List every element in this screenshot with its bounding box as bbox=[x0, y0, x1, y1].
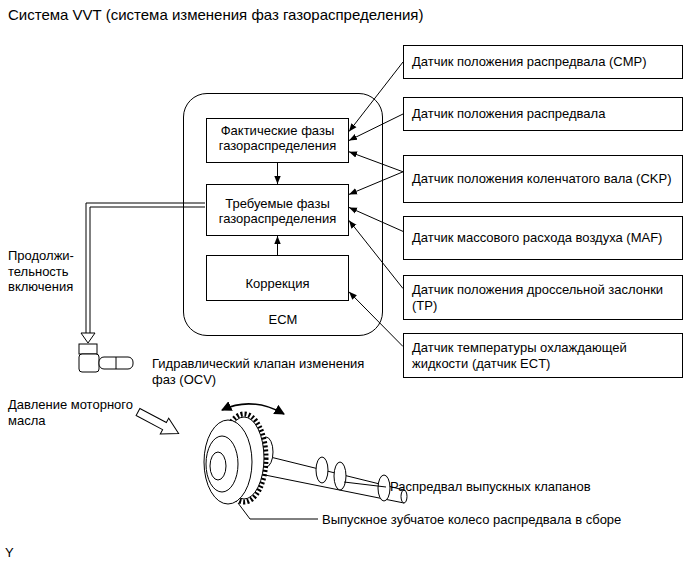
part-label: Выпускное зубчатое колесо распредвала в … bbox=[322, 512, 686, 528]
controller-label: ECM bbox=[184, 312, 382, 327]
sensor-box: Датчик массового расхода воздуха (MAF) bbox=[403, 216, 683, 260]
signal-arrow bbox=[349, 220, 403, 288]
process-box: Фактические фазы газораспределения bbox=[206, 118, 349, 163]
rotation-arrow bbox=[222, 404, 284, 414]
box-label: Фактические фазы газораспределения bbox=[207, 123, 348, 154]
part-label: Распредвал выпускных клапанов bbox=[390, 479, 686, 495]
duty-line bbox=[86, 203, 205, 334]
part-label: Y bbox=[5, 545, 25, 561]
ocv-valve bbox=[79, 344, 133, 372]
duty-arrowhead bbox=[81, 333, 95, 343]
diagram-title: Система VVT (система изменения фаз газор… bbox=[8, 6, 423, 23]
controller-box: ECM Фактические фазы газораспределенияТре… bbox=[183, 93, 383, 336]
camshaft bbox=[250, 437, 407, 503]
signal-arrow bbox=[277, 236, 278, 255]
sensor-box: Датчик положения дроссельной заслонки (T… bbox=[403, 275, 683, 320]
sensor-box: Датчик положения распредвала bbox=[403, 97, 683, 131]
box-label: Коррекция bbox=[207, 276, 348, 292]
signal-arrow bbox=[349, 152, 403, 172]
oil-pressure-arrow bbox=[134, 404, 183, 441]
part-label: Давление моторного масла bbox=[8, 397, 143, 428]
sensor-box: Датчик температуры охлаждающей жидкости … bbox=[403, 333, 683, 378]
signal-arrow bbox=[349, 207, 403, 231]
sensor-box: Датчик положения распредвала (CMP) bbox=[403, 45, 683, 79]
box-label: Датчик положения распредвала bbox=[412, 106, 674, 122]
signal-arrow bbox=[349, 292, 403, 347]
box-label: Датчик положения дроссельной заслонки (T… bbox=[412, 282, 674, 313]
box-label: Датчик положения распредвала (CMP) bbox=[412, 54, 674, 70]
sensor-box: Датчик положения коленчатого вала (CKP) bbox=[403, 155, 683, 203]
process-box: Требуемые фазы газораспределения bbox=[206, 184, 349, 236]
part-label: Продолжи- тельность включения bbox=[8, 248, 82, 295]
process-box: Коррекция bbox=[206, 255, 349, 301]
box-label: Датчик массового расхода воздуха (MAF) bbox=[412, 230, 674, 246]
box-label: Датчик положения коленчатого вала (CKP) bbox=[412, 171, 674, 187]
box-label: Требуемые фазы газораспределения bbox=[207, 196, 348, 227]
signal-arrow bbox=[349, 62, 403, 132]
part-label: Гидравлический клапан изменения фаз (OCV… bbox=[152, 356, 388, 387]
box-label: Датчик температуры охлаждающей жидкости … bbox=[412, 340, 674, 371]
signal-arrow bbox=[349, 114, 403, 141]
signal-arrow bbox=[349, 172, 403, 195]
camshaft-gear bbox=[204, 414, 266, 504]
signal-arrow bbox=[277, 163, 278, 184]
